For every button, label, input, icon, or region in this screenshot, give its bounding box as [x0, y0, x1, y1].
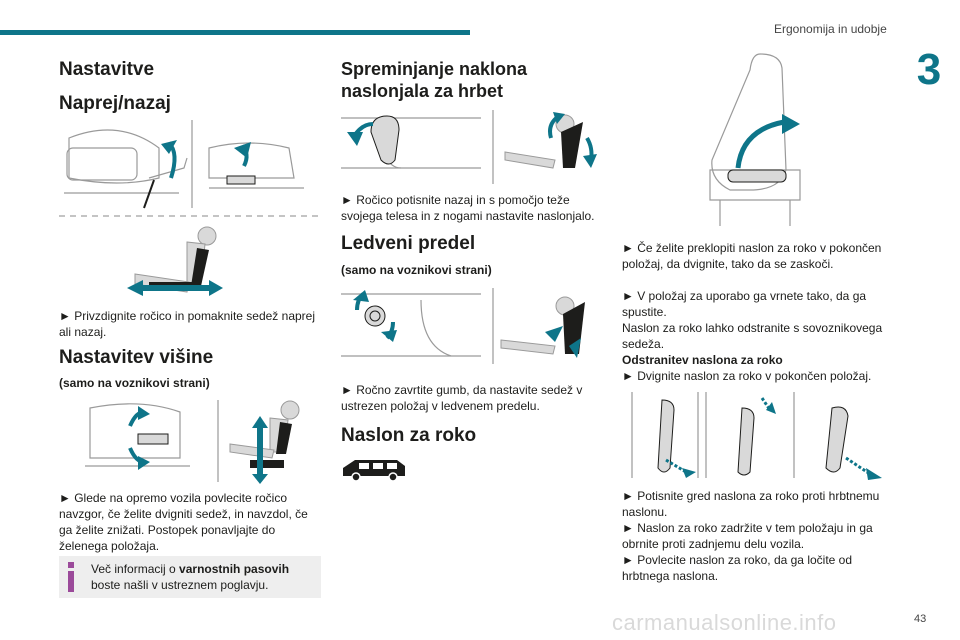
hold-instruction: ► Naslon za roko zadržite v tem položaju… [622, 521, 873, 551]
fold-instruction: ► Če želite preklopiti naslon za roko v … [622, 241, 882, 271]
lumbar-instruction: ► Ročno zavrtite gumb, da nastavite sede… [341, 383, 583, 413]
heading-naslon-za-roko: Naslon za roko [341, 425, 477, 446]
heading-naprej-nazaj: Naprej/nazaj [59, 93, 171, 114]
recline-instruction: ► Ročico potisnite nazaj in s pomočjo te… [341, 193, 595, 223]
vehicle-icon [343, 460, 405, 482]
info-text: Več informacij o varnostnih pasovih bost… [91, 561, 315, 593]
heading-nastavitev-visine: Nastavitev višine [59, 347, 214, 368]
removal-panel-2 [737, 397, 776, 476]
armrest-fold-illustration [709, 53, 801, 226]
lumbar-note: (samo na voznikovi strani) [341, 263, 492, 277]
pull-instruction: ► Povlecite naslon za roko, da ga ločite… [622, 553, 853, 583]
info-box: Več informacij o varnostnih pasovih bost… [59, 556, 321, 598]
armrest-removal-illustration [631, 392, 882, 480]
height-instruction: ► Glede na opremo vozila povlecite ročic… [59, 491, 308, 553]
recline-illustration [341, 110, 597, 184]
heading-naklon-naslonjala: Spreminjanje naklona naslonjala za hrbet [341, 59, 528, 101]
info-icon [68, 562, 74, 592]
removal-heading: Odstranitev naslona za roko [622, 353, 783, 367]
heading-nastavitve: Nastavitve [59, 59, 155, 80]
push-instruction: ► Potisnite gred naslona za roko proti h… [622, 489, 880, 519]
person-forward-illustration [127, 226, 223, 296]
height-note: (samo na voznikovi strani) [59, 376, 210, 390]
lumbar-illustration [341, 288, 585, 364]
section-title: Ergonomija in udobje [774, 22, 887, 36]
page-number: 43 [914, 613, 927, 625]
forward-instruction: ► Privzdignite ročico in pomaknite sedež… [59, 309, 316, 339]
info-bold: varnostnih pasovih [179, 562, 290, 576]
removal-step-1: ► Dvignite naslon za roko v pokončen pol… [622, 369, 872, 383]
watermark: carmanualsonline.info [612, 610, 837, 635]
use-instruction: ► V položaj za uporabo ga vrnete tako, d… [622, 289, 867, 319]
heading-ledveni-predel: Ledveni predel [341, 233, 476, 254]
header-accent-bar [0, 30, 470, 35]
seat-height-illustration [85, 400, 300, 484]
removal-panel-3 [825, 406, 882, 480]
removal-panel-1 [631, 392, 699, 478]
remove-note: Naslon za roko lahko odstranite s sovozn… [622, 321, 883, 351]
chapter-number: 3 [916, 45, 942, 94]
seat-lever-forward-illustration [59, 120, 321, 217]
info-prefix: Več informacij o [91, 562, 180, 576]
info-suffix: boste našli v ustreznem poglavju. [91, 578, 269, 592]
